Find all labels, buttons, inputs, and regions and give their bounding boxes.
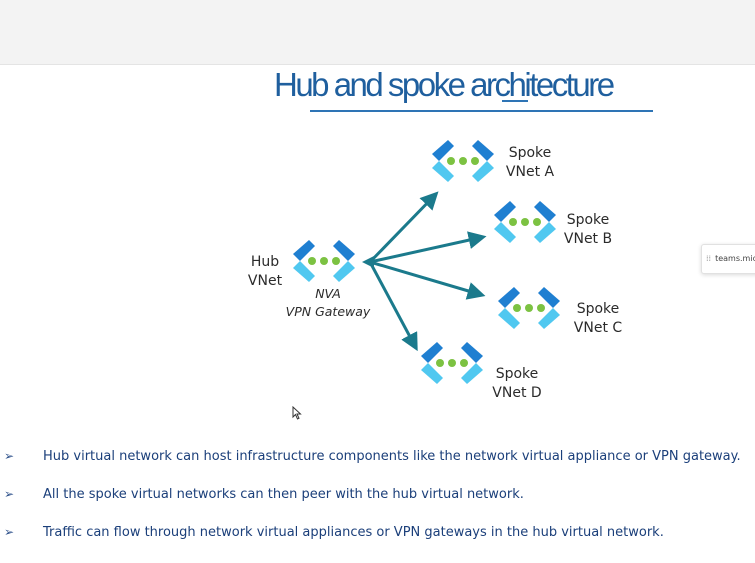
spoke-c-line2: VNet C	[573, 320, 623, 336]
arrow-bullet-icon: ➢	[4, 525, 15, 539]
bullet-item-1: Hub virtual network can host infrastruct…	[43, 449, 741, 464]
browser-top-bar	[0, 0, 755, 65]
spoke-d-label: Spoke VNet D	[489, 365, 545, 403]
arrow-to-spoke-d	[368, 261, 418, 352]
spoke-d-line2: VNet D	[492, 385, 542, 401]
arrow-to-spoke-a	[368, 191, 439, 264]
spoke-b-vnet-icon	[494, 201, 556, 243]
hub-vnet-label: Hub VNet	[243, 253, 287, 291]
spoke-a-vnet-icon	[432, 140, 494, 182]
nva-line1: NVA	[315, 286, 341, 301]
title-underline-accent	[502, 100, 528, 102]
spoke-c-vnet-icon	[498, 287, 560, 329]
nva-label: NVA VPN Gateway	[280, 285, 376, 321]
arrow-to-hub	[362, 256, 374, 268]
spoke-c-line1: Spoke	[576, 301, 620, 317]
title-underline	[310, 110, 653, 112]
notification-toast[interactable]: ⁞⁞teams.micro	[701, 244, 755, 274]
nva-line2: VPN Gateway	[285, 304, 371, 319]
hub-vnet-icon	[293, 240, 355, 282]
slide-title: Hub and spoke architecture	[274, 66, 615, 103]
spoke-d-vnet-icon	[421, 342, 483, 384]
spoke-a-label: Spoke VNet A	[502, 144, 558, 182]
notification-text: teams.micro	[715, 254, 755, 263]
arrow-to-spoke-b	[369, 231, 487, 264]
spoke-b-line2: VNet B	[563, 231, 613, 247]
spoke-d-line1: Spoke	[495, 366, 539, 382]
hub-label-line1: Hub	[250, 254, 280, 270]
arrow-bullet-icon: ➢	[4, 449, 15, 463]
spoke-a-line2: VNet A	[505, 164, 555, 180]
arrow-bullet-icon: ➢	[4, 487, 15, 501]
spoke-a-line1: Spoke	[508, 145, 552, 161]
bullet-item-3: Traffic can flow through network virtual…	[43, 525, 664, 540]
spoke-b-label: Spoke VNet B	[560, 211, 616, 249]
arrow-to-spoke-c	[369, 260, 486, 300]
hub-label-line2: VNet	[247, 273, 283, 289]
bullet-item-2: All the spoke virtual networks can then …	[43, 487, 524, 502]
peering-arrows	[362, 191, 487, 352]
drag-grip-icon[interactable]: ⁞⁞	[706, 254, 712, 263]
spoke-c-label: Spoke VNet C	[570, 300, 626, 338]
spoke-b-line1: Spoke	[566, 212, 610, 228]
mouse-pointer-icon	[292, 406, 302, 420]
